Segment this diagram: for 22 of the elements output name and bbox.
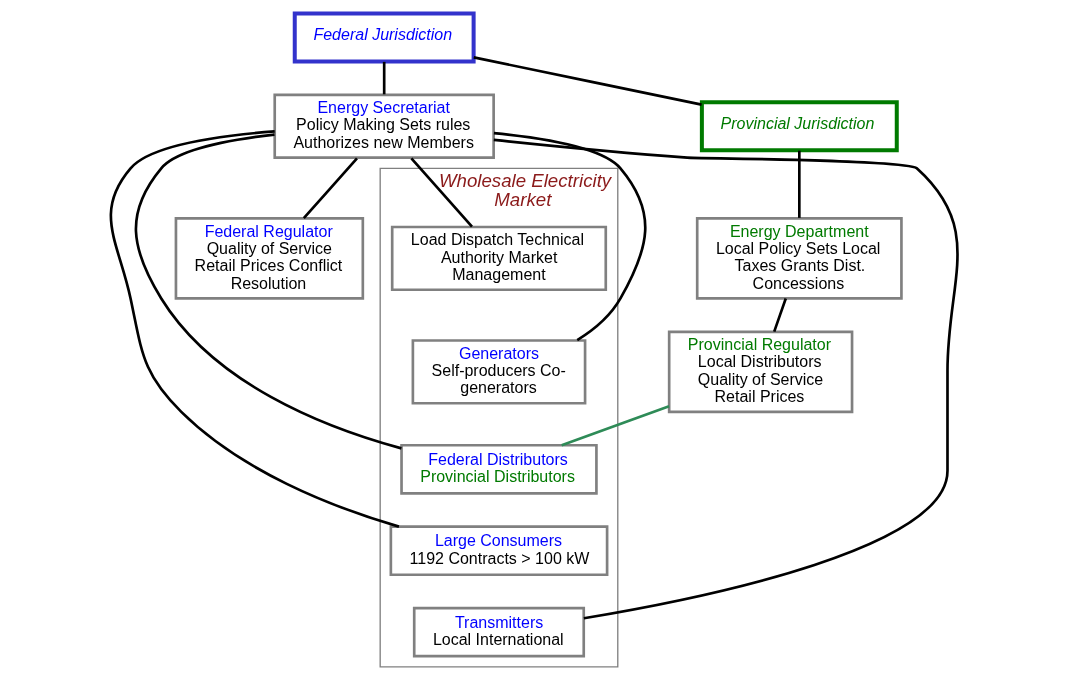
connector bbox=[473, 56, 702, 106]
connector bbox=[134, 133, 402, 450]
connector bbox=[109, 130, 400, 528]
node-box: Federal Distributors Provincial Distributors bbox=[400, 443, 598, 495]
node-box: Generators Self-producers Co-generators bbox=[411, 339, 587, 405]
connector bbox=[410, 157, 473, 228]
node-box: Transmitters Local International bbox=[412, 606, 586, 658]
node-box: Provincial Regulator Local Distributors Quality of Service Retail Prices bbox=[667, 330, 854, 414]
node-box: Large Consumers 1192 Contracts > 100 kW bbox=[389, 525, 609, 577]
node-box: Federal Jurisdiction bbox=[292, 11, 476, 64]
node-box: Federal Regulator Quality of Service Retail Prices Conflict Resolution bbox=[174, 217, 365, 300]
connector bbox=[772, 298, 788, 333]
connector bbox=[798, 150, 801, 218]
connector bbox=[302, 157, 358, 220]
node-box: Energy Secretariat Policy Making Sets rules Authorizes new Members bbox=[273, 93, 495, 159]
connector bbox=[493, 138, 959, 620]
node-box: Load Dispatch Technical Authority Market Management bbox=[390, 225, 608, 292]
connector bbox=[382, 61, 386, 95]
node-box: Provincial Jurisdiction bbox=[699, 100, 899, 153]
connector bbox=[561, 405, 670, 447]
node-box: Energy Department Local Policy Sets Local Taxes Grants Dist. Concessions bbox=[695, 217, 903, 300]
connector bbox=[493, 131, 647, 342]
